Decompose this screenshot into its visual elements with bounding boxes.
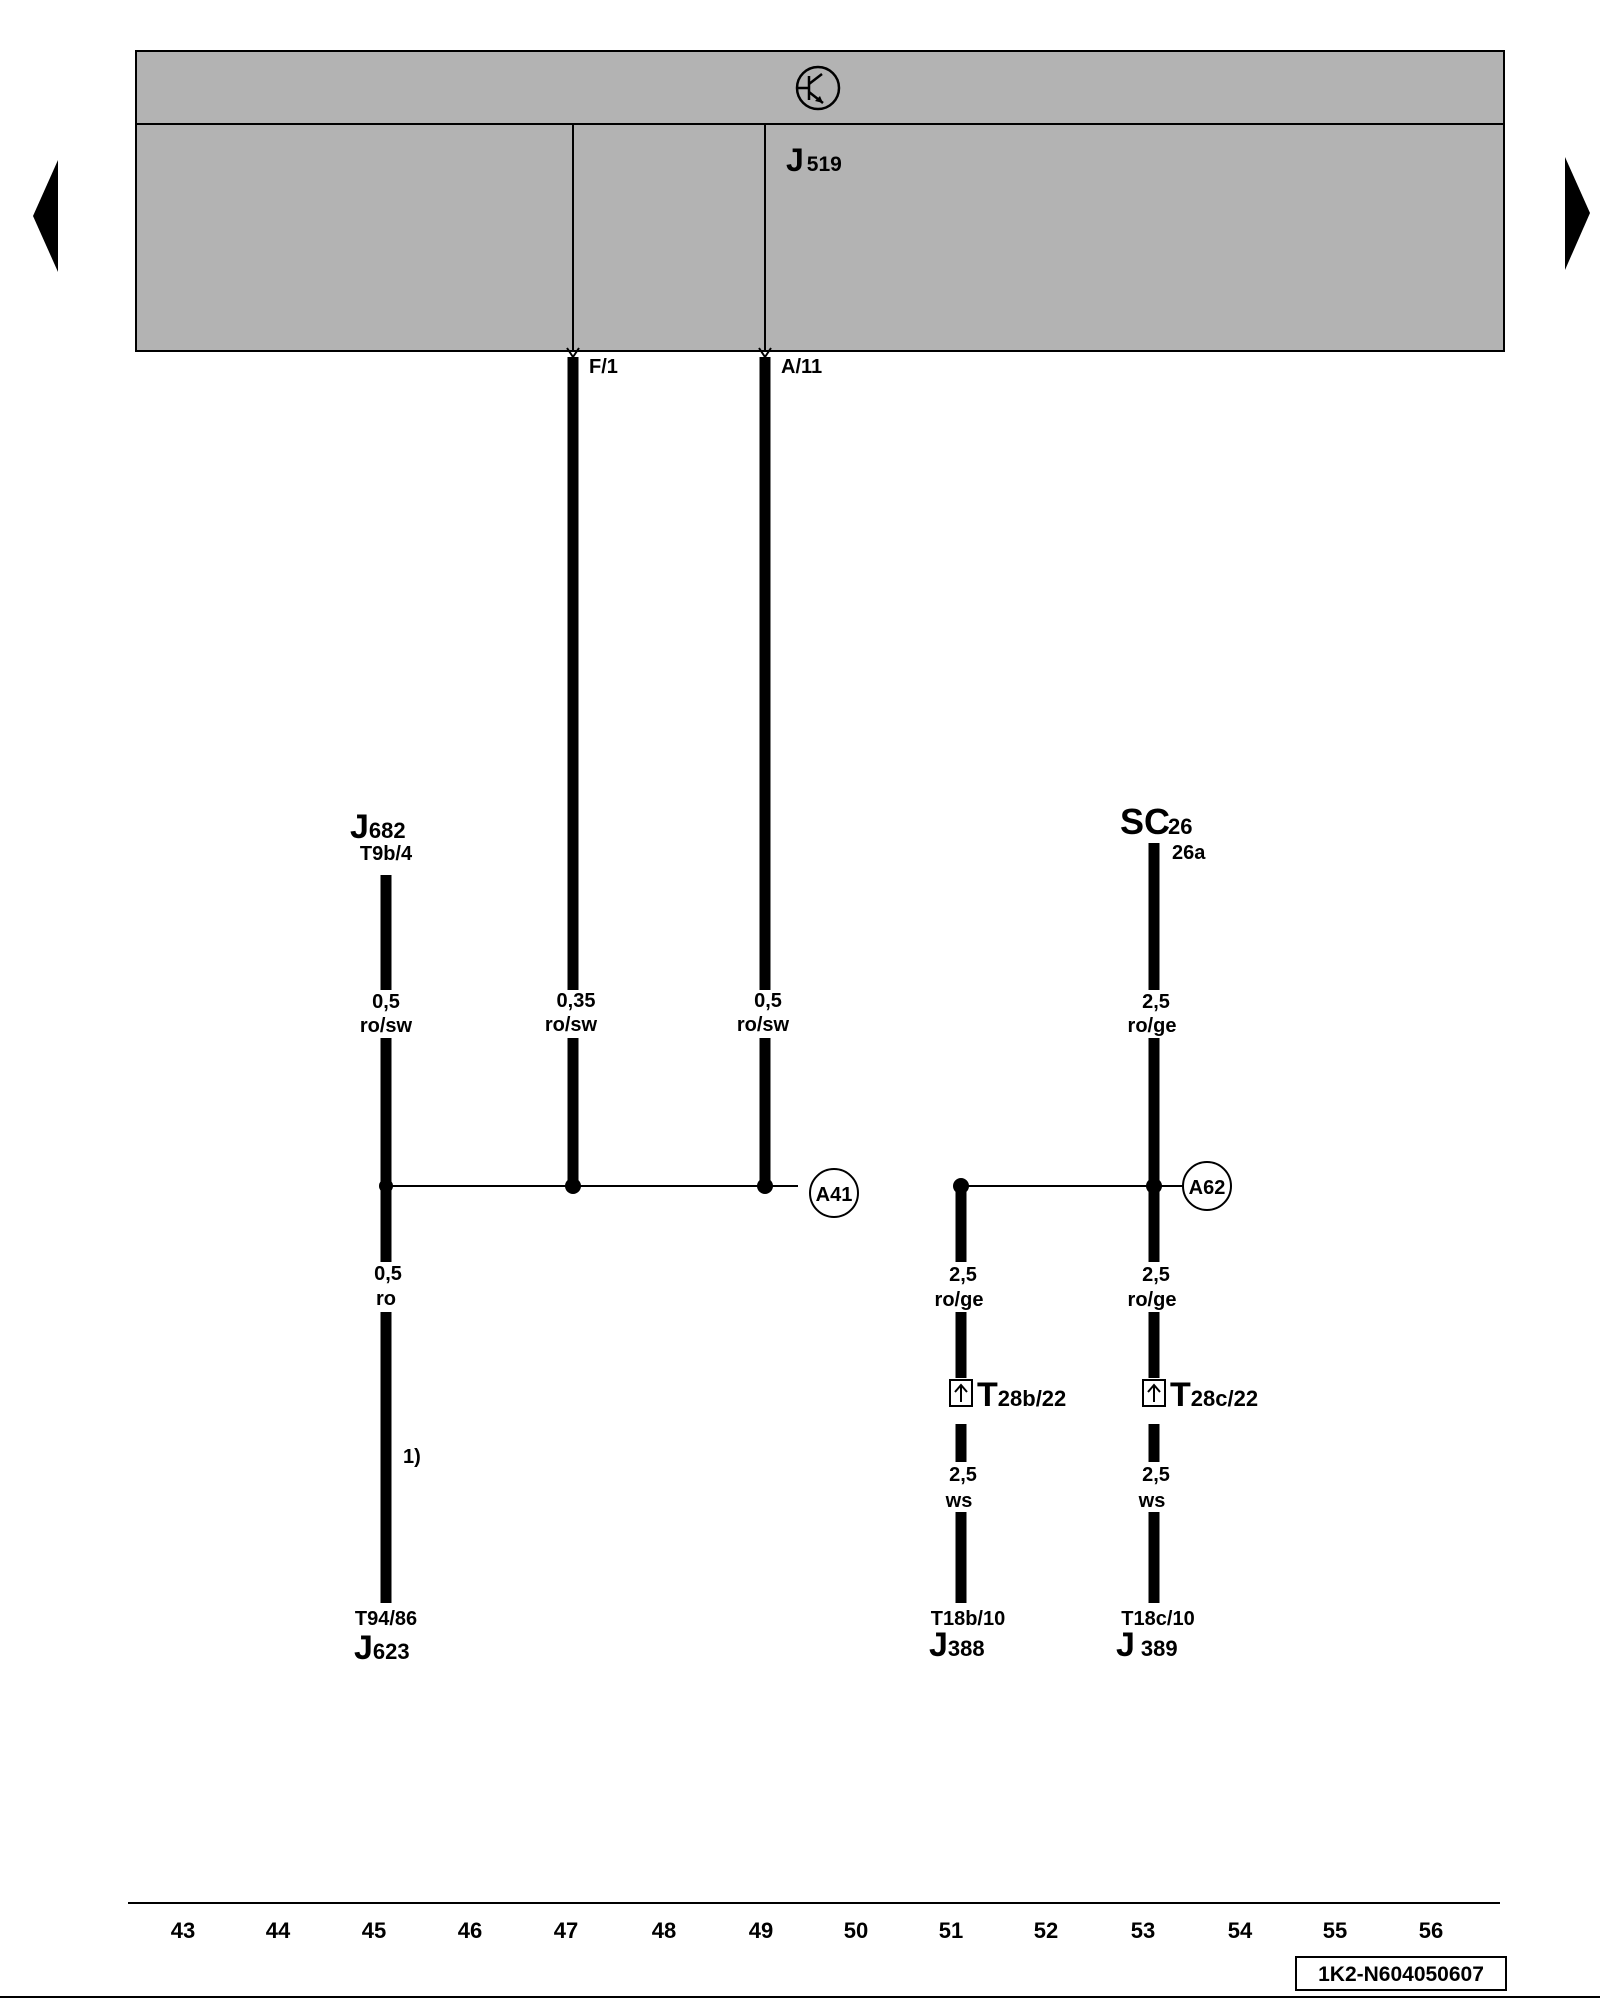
ruler-number: 44 <box>266 1918 291 1943</box>
connector-t28c: T28c/22 <box>1142 1376 1258 1414</box>
svg-text:A/11: A/11 <box>781 356 822 378</box>
svg-text:A41: A41 <box>816 1184 853 1206</box>
svg-text:T94/86: T94/86 <box>355 1608 417 1630</box>
wire-label-size: 0,5 <box>372 991 400 1013</box>
svg-text:26a: 26a <box>1172 842 1206 864</box>
wire-label-size: 2,5 <box>1142 1264 1170 1286</box>
svg-text:T18b/10: T18b/10 <box>931 1608 1005 1630</box>
wire-label-color: ro/ge <box>1128 1289 1177 1311</box>
plug-connector-icon <box>1142 1379 1166 1407</box>
component-j388: T18b/10 J388 <box>929 1608 1005 1664</box>
svg-text:J388: J388 <box>929 1626 985 1664</box>
prev-page-arrow[interactable] <box>33 160 58 272</box>
wire-labels: 0,5 ro/sw 0,35 ro/sw 0,5 ro/sw 2,5 ro/ge… <box>360 990 1177 1512</box>
component-j623: T94/86 J623 <box>354 1608 417 1667</box>
svg-text:F/1: F/1 <box>589 356 618 378</box>
ruler-number: 43 <box>171 1918 195 1943</box>
component-j682: J682 T9b/4 <box>350 808 413 865</box>
svg-text:T18c/10: T18c/10 <box>1121 1608 1194 1630</box>
wire-label-color: ro/sw <box>360 1015 413 1037</box>
wire-label-color: ro <box>376 1288 396 1310</box>
ruler-number: 51 <box>939 1918 963 1943</box>
svg-text:T28c/22: T28c/22 <box>1170 1376 1258 1414</box>
transistor-icon <box>795 65 841 111</box>
plug-connector-icon <box>949 1379 973 1407</box>
wire-label-size: 2,5 <box>1142 1464 1170 1486</box>
splice-a62: A62 <box>1182 1161 1232 1211</box>
component-sc26: SC26 26a <box>1120 801 1206 864</box>
svg-text:T28b/22: T28b/22 <box>977 1376 1066 1414</box>
svg-text:T9b/4: T9b/4 <box>360 843 413 865</box>
svg-text:1K2-N604050607: 1K2-N604050607 <box>1318 1963 1484 1986</box>
document-code: 1K2-N604050607 <box>1295 1956 1507 1991</box>
wire-label-color: ws <box>945 1490 973 1512</box>
svg-text:A62: A62 <box>1189 1177 1226 1199</box>
wire-label-size: 0,5 <box>754 990 782 1012</box>
ruler-number: 47 <box>554 1918 578 1943</box>
connector-t28b: T28b/22 <box>949 1376 1066 1414</box>
ruler-numbers: 43 44 45 46 47 48 49 50 51 52 53 54 55 56 <box>171 1918 1443 1943</box>
svg-text:J623: J623 <box>354 1629 410 1667</box>
ruler-number: 49 <box>749 1918 773 1943</box>
wire-label-color: ws <box>1138 1490 1166 1512</box>
wire-label-color: ro/sw <box>737 1014 790 1036</box>
ruler-number: 55 <box>1323 1918 1347 1943</box>
ruler-number: 48 <box>652 1918 676 1943</box>
svg-text:J682: J682 <box>350 808 406 846</box>
wire-label-color: ro/sw <box>545 1014 598 1036</box>
splice-a41: A41 <box>809 1168 859 1218</box>
ruler-number: 53 <box>1131 1918 1155 1943</box>
wire-label-size: 2,5 <box>1142 991 1170 1013</box>
junction-dots <box>379 1178 1162 1194</box>
wire-label-color: ro/ge <box>1128 1015 1177 1037</box>
ruler-number: 56 <box>1419 1918 1443 1943</box>
ruler-number: 52 <box>1034 1918 1058 1943</box>
svg-text:SC26: SC26 <box>1120 801 1193 842</box>
wire-segments <box>380 357 1160 1603</box>
ruler-number: 54 <box>1228 1918 1253 1943</box>
next-page-arrow[interactable] <box>1565 157 1590 270</box>
ruler-number: 46 <box>458 1918 482 1943</box>
wire-label-size: 0,5 <box>374 1263 402 1285</box>
ruler-number: 45 <box>362 1918 386 1943</box>
footnote-marker: 1) <box>403 1446 421 1468</box>
wire-label-color: ro/ge <box>935 1289 984 1311</box>
wire-label-size: 0,35 <box>557 990 596 1012</box>
wire-label-size: 2,5 <box>949 1464 977 1486</box>
ruler-number: 50 <box>844 1918 868 1943</box>
wire-label-size: 2,5 <box>949 1264 977 1286</box>
